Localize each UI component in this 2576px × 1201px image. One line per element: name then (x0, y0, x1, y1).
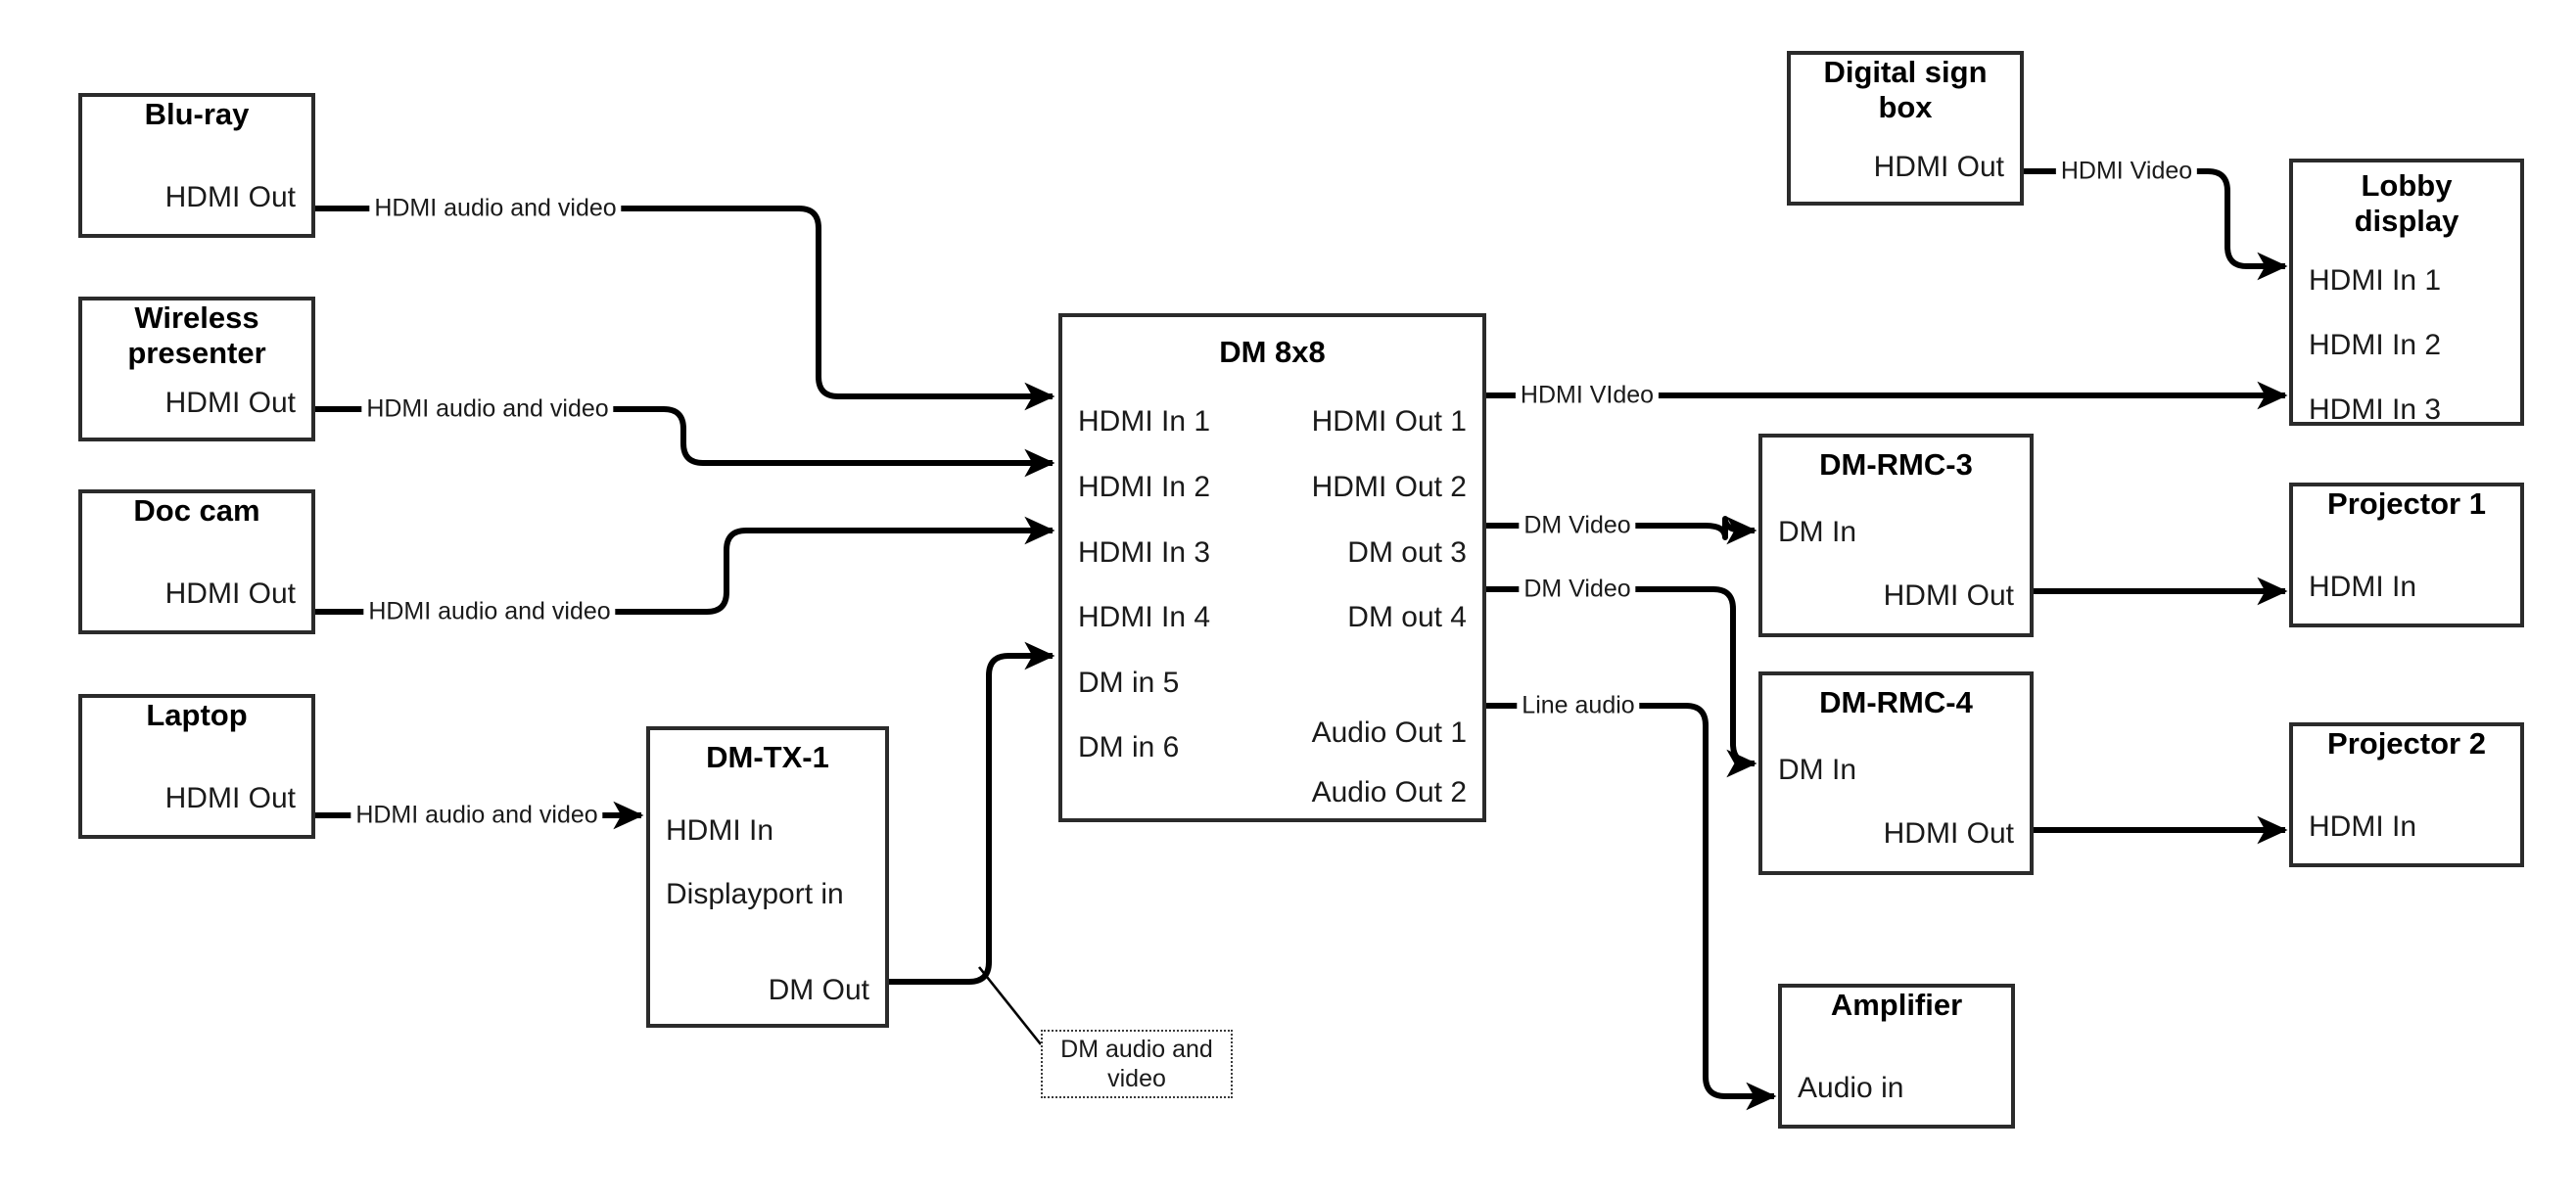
node-dm-tx-1-title: DM-TX-1 (706, 740, 829, 774)
port-dm8x8-dm-in-6[interactable]: DM in 6 (1078, 730, 1180, 763)
node-dm-rmc-3-ports: DM In HDMI Out (1762, 483, 2030, 633)
node-bluray-title: Blu-ray (144, 97, 250, 131)
node-projector-2[interactable]: Projector 2 HDMI In (2289, 722, 2524, 867)
callout-leader-line (977, 966, 1043, 1045)
port-dmtx1-hdmi-in[interactable]: HDMI In (666, 813, 774, 847)
port-digitalsign-hdmi-out[interactable]: HDMI Out (1873, 150, 2004, 183)
port-rmc4-hdmi-out[interactable]: HDMI Out (1883, 816, 2014, 850)
node-dm-rmc-4[interactable]: DM-RMC-4 DM In HDMI Out (1758, 671, 2034, 875)
node-projector-2-title: Projector 2 (2327, 726, 2486, 761)
node-projector-1[interactable]: Projector 1 HDMI In (2289, 483, 2524, 627)
node-doc-cam[interactable]: Doc cam HDMI Out (78, 489, 315, 634)
port-lobby-hdmi-in-2[interactable]: HDMI In 2 (2309, 328, 2442, 361)
wire-audioout1-to-amplifier (1486, 703, 1777, 1111)
node-doc-cam-title: Doc cam (133, 493, 260, 528)
wire-label-doccam-to-in3: HDMI audio and video (363, 599, 616, 624)
port-laptop-hdmi-out[interactable]: HDMI Out (164, 781, 296, 814)
port-dm8x8-hdmi-in-1[interactable]: HDMI In 1 (1078, 404, 1211, 438)
port-lobby-hdmi-in-1[interactable]: HDMI In 1 (2309, 263, 2442, 297)
node-laptop-ports: HDMI Out (82, 733, 311, 835)
node-doc-cam-ports: HDMI Out (82, 529, 311, 630)
wire-label-audioout1-to-amp: Line audio (1517, 693, 1640, 718)
port-rmc3-hdmi-out[interactable]: HDMI Out (1883, 578, 2014, 612)
port-dm8x8-dm-in-5[interactable]: DM in 5 (1078, 666, 1180, 699)
wire-label-laptop-to-dmtx1: HDMI audio and video (351, 803, 603, 828)
wire-dmtx1-to-dm-in5 (889, 641, 1055, 985)
port-dm8x8-dm-out-3[interactable]: DM out 3 (1347, 535, 1467, 569)
node-laptop[interactable]: Laptop HDMI Out (78, 694, 315, 839)
port-amplifier-audio-in[interactable]: Audio in (1798, 1071, 1904, 1104)
node-projector-1-ports: HDMI In (2293, 522, 2520, 624)
port-rmc4-dm-in[interactable]: DM In (1778, 753, 1857, 786)
port-wireless-hdmi-out[interactable]: HDMI Out (164, 386, 296, 419)
node-projector-1-title: Projector 1 (2327, 486, 2486, 521)
wire-label-dmout4-to-rmc4: DM Video (1519, 577, 1636, 602)
node-wireless-presenter[interactable]: Wireless presenter HDMI Out (78, 297, 315, 441)
port-dmtx1-displayport-in[interactable]: Displayport in (666, 877, 844, 910)
node-wireless-presenter-ports: HDMI Out (82, 371, 311, 438)
port-bluray-hdmi-out[interactable]: HDMI Out (164, 180, 296, 213)
node-dm-rmc-3-title: DM-RMC-3 (1819, 447, 1973, 482)
node-digital-sign-box-ports: HDMI Out (1791, 125, 2020, 202)
port-dmtx1-dm-out[interactable]: DM Out (768, 973, 869, 1006)
node-bluray[interactable]: Blu-ray HDMI Out (78, 93, 315, 238)
node-lobby-display-title: Lobby display (2354, 168, 2459, 238)
node-digital-sign-box[interactable]: Digital sign box HDMI Out (1787, 51, 2024, 206)
wire-bluray-to-hdmi-in1 (315, 206, 1055, 411)
port-dm8x8-hdmi-in-3[interactable]: HDMI In 3 (1078, 535, 1211, 569)
wire-digitalsign-to-lobby-in1 (2024, 168, 2288, 281)
port-dm8x8-audio-out-2[interactable]: Audio Out 2 (1311, 775, 1467, 808)
wire-label-wireless-to-in2: HDMI audio and video (361, 396, 614, 422)
wire-label-bluray-to-in1: HDMI audio and video (369, 196, 622, 221)
callout-dm-audio-and-video: DM audio and video (1041, 1030, 1233, 1098)
node-lobby-display[interactable]: Lobby display HDMI In 1 HDMI In 2 HDMI I… (2289, 159, 2524, 426)
node-dm-rmc-4-ports: DM In HDMI Out (1762, 720, 2030, 871)
node-laptop-title: Laptop (146, 698, 248, 732)
node-projector-2-ports: HDMI In (2293, 762, 2520, 863)
node-dm-8x8-title: DM 8x8 (1219, 335, 1326, 369)
wire-dmout4-to-rmc4 (1486, 586, 1757, 778)
port-projector2-hdmi-in[interactable]: HDMI In (2309, 809, 2417, 843)
node-amplifier-title: Amplifier (1830, 988, 1963, 1022)
port-dm8x8-hdmi-out-2[interactable]: HDMI Out 2 (1311, 470, 1467, 503)
node-dm-tx-1[interactable]: DM-TX-1 HDMI In Displayport in DM Out (646, 726, 889, 1028)
node-amplifier-ports: Audio in (1782, 1023, 2011, 1125)
port-doccam-hdmi-out[interactable]: HDMI Out (164, 577, 296, 610)
port-dm8x8-dm-out-4[interactable]: DM out 4 (1347, 600, 1467, 633)
wire-label-sign-to-lobby: HDMI Video (2055, 159, 2198, 184)
port-dm8x8-hdmi-in-4[interactable]: HDMI In 4 (1078, 600, 1211, 633)
wire-label-hdmiout1-to-lobby: HDMI VIdeo (1515, 383, 1660, 408)
wire-label-dmout3-to-rmc3: DM Video (1519, 513, 1636, 538)
node-dm-rmc-4-title: DM-RMC-4 (1819, 685, 1973, 719)
node-dm-8x8[interactable]: DM 8x8 HDMI In 1 HDMI In 2 HDMI In 3 HDM… (1058, 313, 1486, 822)
port-lobby-hdmi-in-3[interactable]: HDMI In 3 (2309, 393, 2442, 426)
port-dm8x8-hdmi-in-2[interactable]: HDMI In 2 (1078, 470, 1211, 503)
node-dm-tx-1-ports: HDMI In Displayport in DM Out (650, 775, 885, 1024)
node-digital-sign-box-title: Digital sign box (1823, 55, 1988, 124)
port-dm8x8-audio-out-1[interactable]: Audio Out 1 (1311, 716, 1467, 749)
port-rmc3-dm-in[interactable]: DM In (1778, 515, 1857, 548)
node-dm-8x8-ports: HDMI In 1 HDMI In 2 HDMI In 3 HDMI In 4 … (1062, 370, 1482, 818)
node-lobby-display-ports: HDMI In 1 HDMI In 2 HDMI In 3 (2293, 239, 2520, 426)
node-dm-rmc-3[interactable]: DM-RMC-3 DM In HDMI Out (1758, 434, 2034, 637)
port-dm8x8-hdmi-out-1[interactable]: HDMI Out 1 (1311, 404, 1467, 438)
port-projector1-hdmi-in[interactable]: HDMI In (2309, 570, 2417, 603)
node-bluray-ports: HDMI Out (82, 132, 311, 234)
node-wireless-presenter-title: Wireless presenter (127, 300, 266, 370)
node-amplifier[interactable]: Amplifier Audio in (1778, 984, 2015, 1129)
